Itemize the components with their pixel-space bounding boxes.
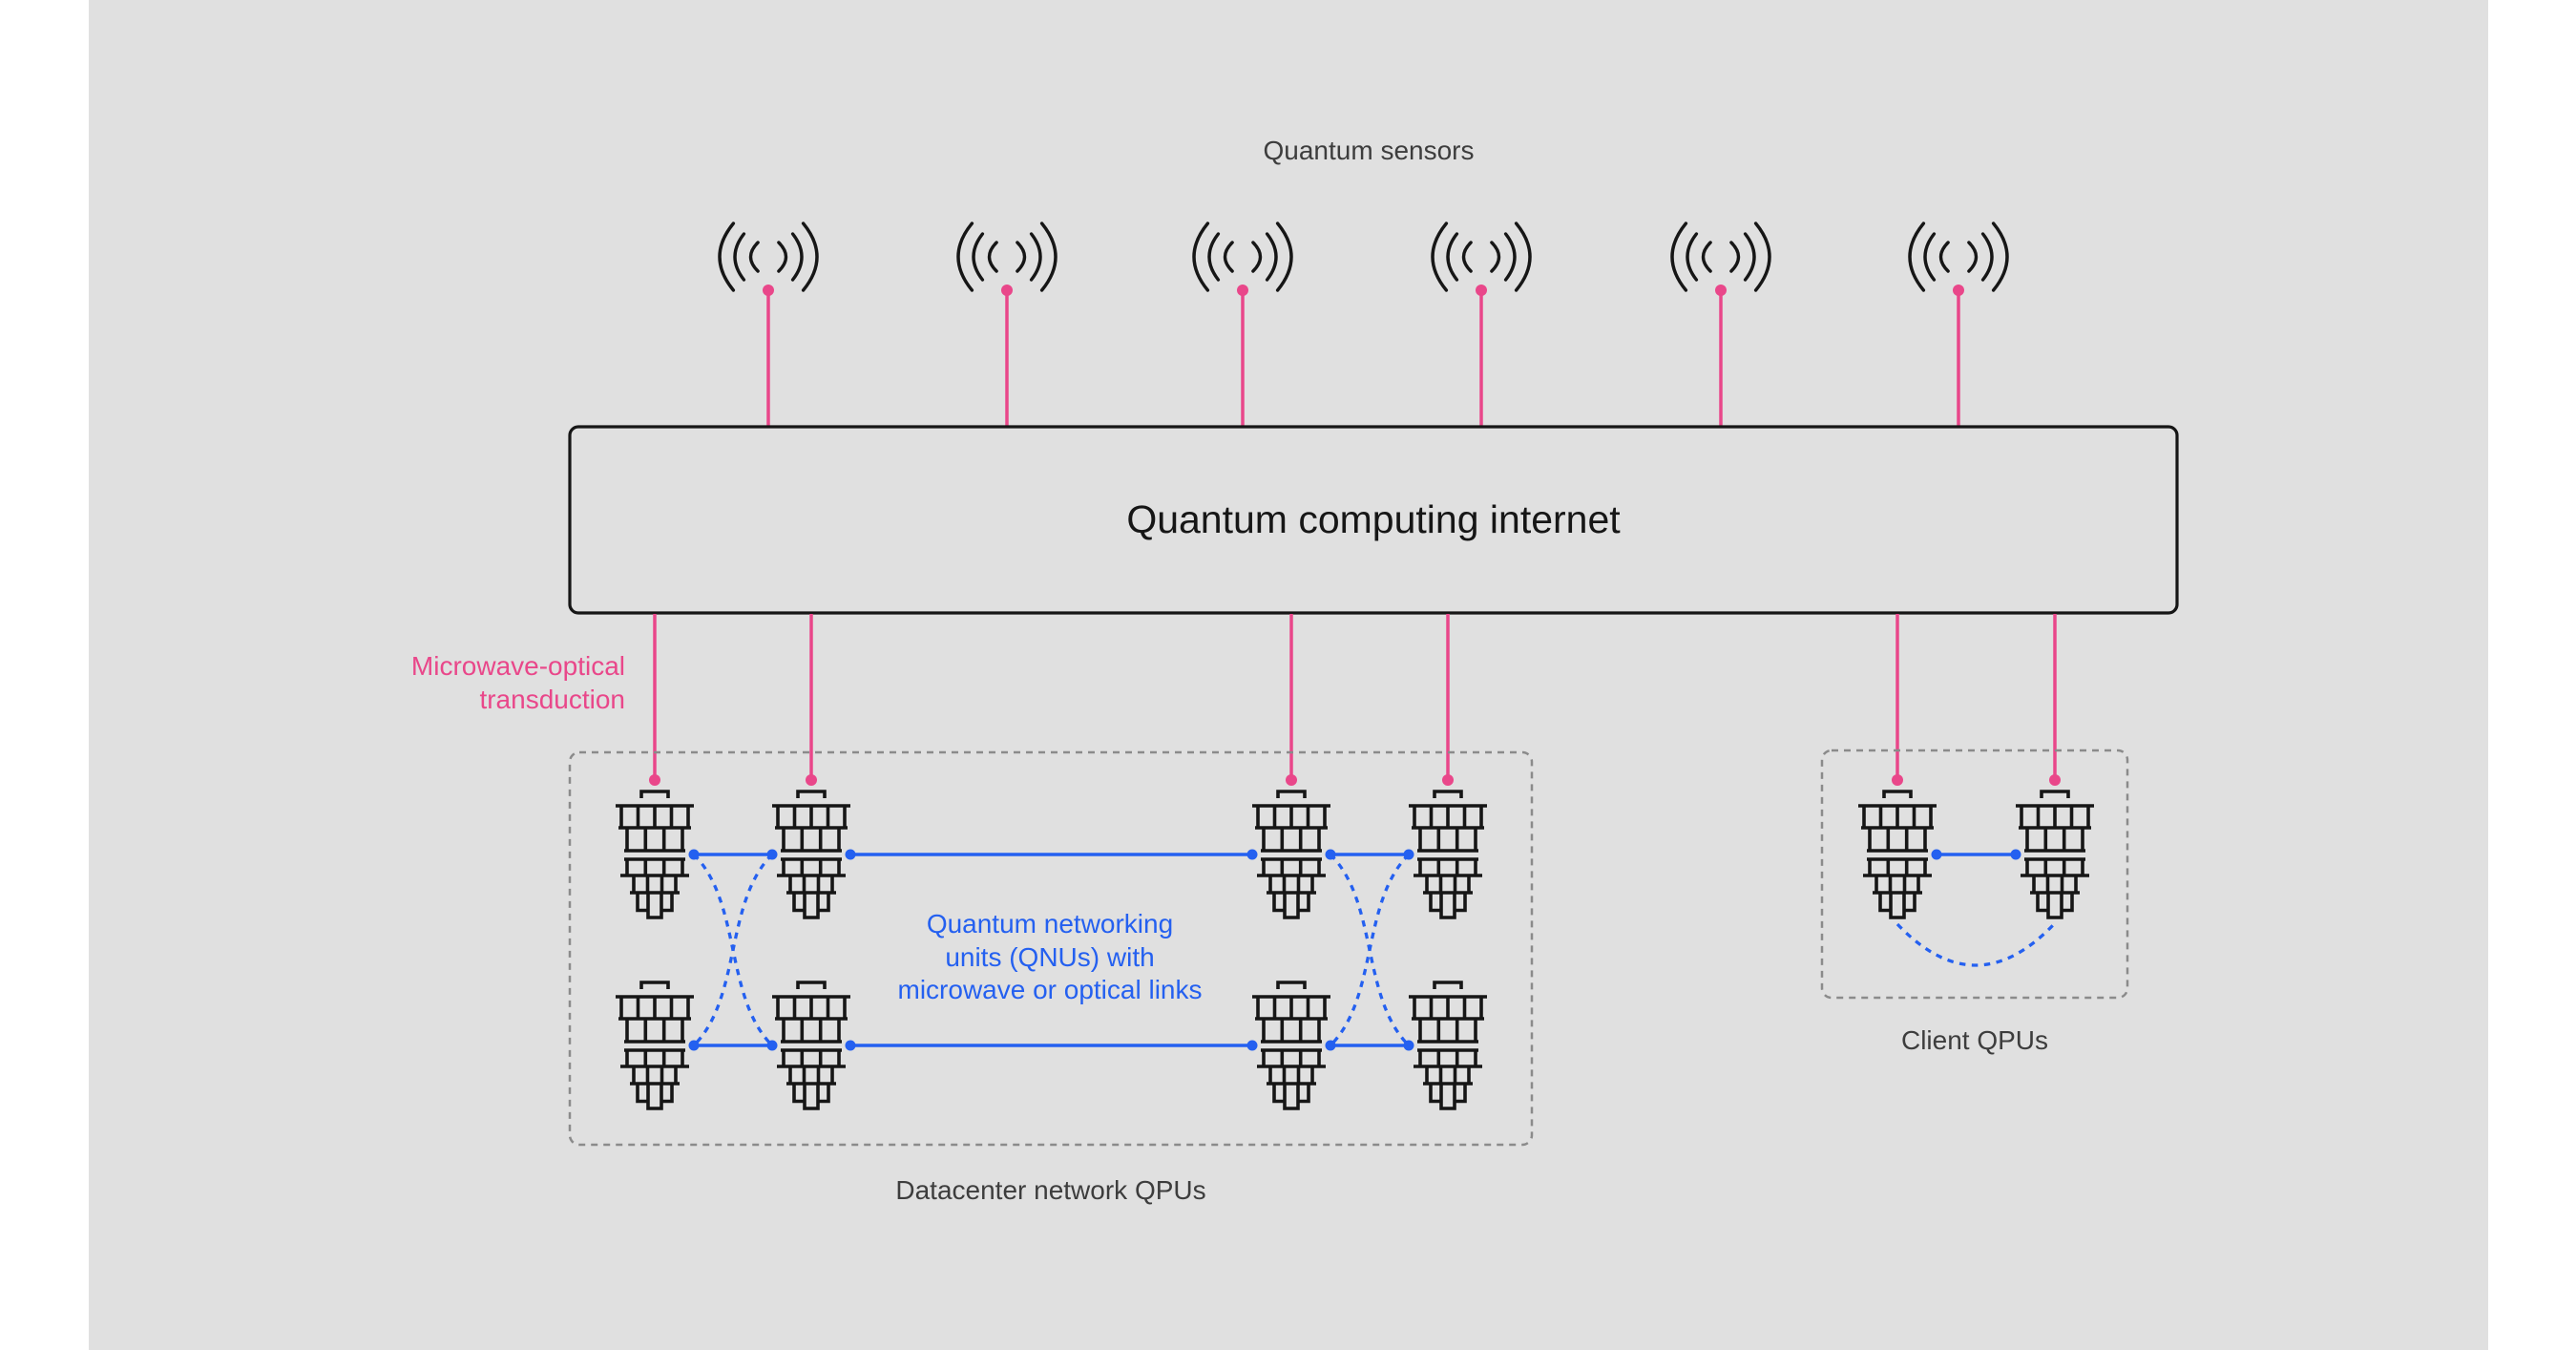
quantum-sensors-label: Quantum sensors (1263, 136, 1475, 165)
qpu-icon (1407, 981, 1489, 1110)
quantum-sensor-icon (1908, 221, 2009, 429)
qnu-endpoint-dot (845, 1040, 856, 1051)
transduction-label-line1: Microwave-optical (410, 651, 625, 681)
qpu-icon (614, 790, 696, 919)
client-boundary-box (1820, 749, 2129, 1000)
qnu-endpoint-dot (2010, 849, 2021, 860)
quantum-internet-box (568, 425, 2179, 615)
transduction-link-line (1890, 612, 1905, 788)
qnu-endpoint-dot (845, 849, 856, 860)
client-qpus-label: Client QPUs (1900, 1025, 2049, 1055)
qpu-icon (770, 790, 852, 919)
qnu-dashed-link (692, 853, 774, 1047)
qpu-icon (1250, 790, 1332, 919)
qnu-dashed-link (1329, 853, 1411, 1047)
quantum-sensor-icon (1431, 221, 1532, 429)
quantum-sensor-icon (956, 221, 1058, 429)
qpu-icon (1407, 790, 1489, 919)
transduction-link-line (1284, 612, 1299, 788)
slide-background (89, 0, 2488, 1350)
quantum-sensor-icon (1670, 221, 1771, 429)
transduction-link-line (647, 612, 662, 788)
qnu-endpoint-dot (1403, 849, 1414, 860)
quantum-sensor-icon (718, 221, 819, 429)
transduction-link-line (2047, 612, 2063, 788)
qnu-endpoint-dot (1325, 849, 1336, 860)
qnu-label-line1: Quantum networking (926, 909, 1174, 939)
datacenter-qpus-label: Datacenter network QPUs (895, 1175, 1206, 1205)
quantum-internet-box-title: Quantum computing internet (1126, 497, 1621, 541)
qnu-label-line3: microwave or optical links (897, 975, 1203, 1004)
qnu-endpoint-dot (688, 849, 700, 860)
qnu-endpoint-dot (766, 849, 778, 860)
qpu-icon (1250, 981, 1332, 1110)
qpu-icon (614, 981, 696, 1110)
qnu-label: Quantum networking units (QNUs) with mic… (859, 908, 1241, 1007)
qpu-icon (770, 981, 852, 1110)
transduction-label-line2: transduction (479, 685, 625, 714)
qpu-icon (2014, 790, 2096, 919)
qpu-icon (1856, 790, 1938, 919)
quantum-internet-box-label: Quantum computing internet (570, 427, 2177, 613)
qnu-endpoint-dot (1325, 1040, 1336, 1051)
qnu-endpoint-dot (1246, 849, 1258, 860)
transduction-label: Microwave-optical transduction (243, 649, 625, 716)
qnu-endpoint-dot (688, 1040, 700, 1051)
datacenter-boundary-box (568, 750, 1534, 1147)
qnu-label-line2: units (QNUs) with (945, 941, 1155, 972)
qnu-endpoint-dot (1246, 1040, 1258, 1051)
quantum-sensor-icon (1192, 221, 1293, 429)
qnu-endpoint-dot (1931, 849, 1942, 860)
qnu-dashed-link (1895, 922, 2056, 967)
qnu-endpoint-dot (1403, 1040, 1414, 1051)
transduction-link-line (1440, 612, 1456, 788)
qnu-endpoint-dot (766, 1040, 778, 1051)
transduction-link-line (804, 612, 819, 788)
